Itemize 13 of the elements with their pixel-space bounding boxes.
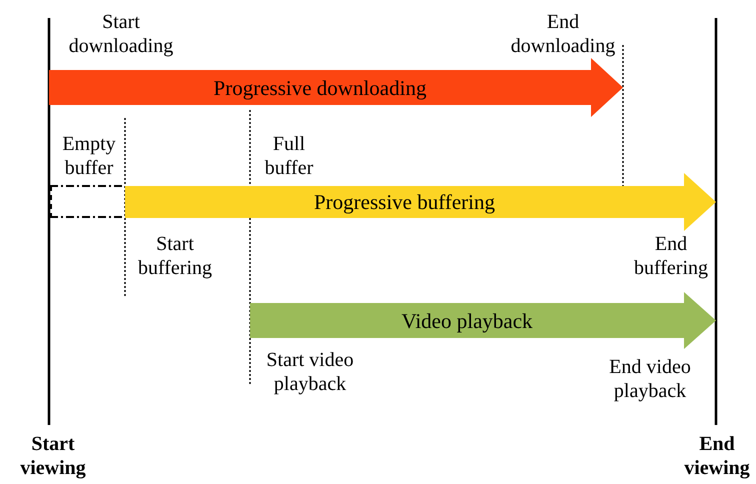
- event-label: Start video playback: [265, 348, 355, 396]
- arrow-label: Progressive downloading: [212, 76, 428, 100]
- event-label: Start buffering: [136, 232, 214, 280]
- endpoint-label: End viewing: [683, 432, 751, 480]
- endpoint-label: Start viewing: [19, 432, 87, 480]
- event-label: Start downloading: [68, 10, 174, 58]
- event-label: End downloading: [510, 10, 616, 58]
- arrow-label: Progressive buffering: [313, 190, 496, 214]
- arrow-label: Video playback: [400, 308, 534, 332]
- event-label: End video playback: [608, 355, 692, 403]
- event-label: End buffering: [632, 232, 710, 280]
- event-label: Empty buffer: [61, 132, 117, 180]
- event-label: Full buffer: [264, 132, 314, 180]
